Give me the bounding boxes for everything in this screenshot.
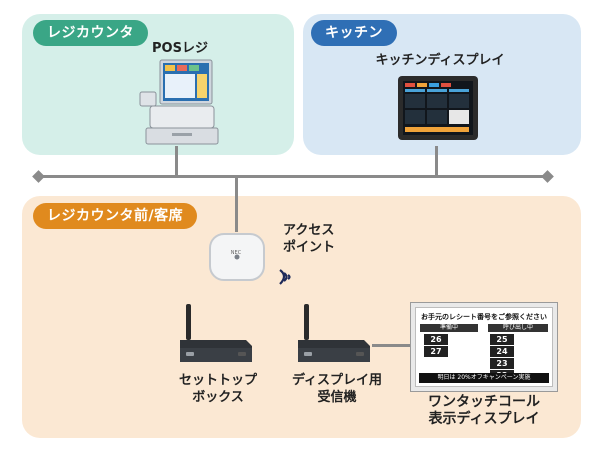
- pos-drop-line: [175, 146, 178, 177]
- access-point-drop-line: [235, 176, 238, 232]
- calling-column-header: 呼び出し中: [488, 324, 548, 332]
- pos-register-icon: [139, 59, 219, 145]
- wifi-signal-icon: [279, 269, 291, 285]
- call-board-footer: 明日は 20%オフキャンペーン実施: [419, 373, 549, 383]
- access-point-label-line1: アクセス: [283, 223, 335, 238]
- set-top-box-label-line2: ボックス: [192, 390, 244, 405]
- access-point-label-line2: ポイント: [283, 240, 336, 255]
- access-point-icon: [209, 233, 265, 281]
- display-receiver-icon: [298, 304, 370, 362]
- kitchen-display-label: キッチンディスプレイ: [375, 53, 505, 68]
- preparing-number: 26: [424, 334, 448, 345]
- set-top-box-icon: [180, 304, 252, 362]
- backbone-right-end: [541, 170, 554, 183]
- call-board-header: お手元のレシート番号をご参照ください: [421, 313, 547, 321]
- call-display-screen: お手元のレシート番号をご参照ください 準備中 呼び出し中 26 27 25 24…: [415, 307, 553, 387]
- call-display-label-line1: ワンタッチコール: [428, 394, 540, 410]
- register-zone-title: レジカウンタ: [33, 20, 148, 46]
- preparing-column-header: 準備中: [420, 324, 478, 332]
- receiver-to-display-line: [372, 344, 412, 347]
- display-receiver-label-line2: 受信機: [317, 390, 357, 405]
- network-backbone-line: [38, 175, 548, 178]
- access-point-label: アクセス ポイント: [283, 222, 353, 256]
- pos-label: POSレジ: [152, 41, 208, 56]
- display-receiver-label-line1: ディスプレイ用: [291, 373, 383, 388]
- backbone-left-end: [32, 170, 45, 183]
- kitchen-display-icon: [398, 76, 478, 140]
- calling-number: 25: [490, 334, 514, 345]
- call-display-board: お手元のレシート番号をご参照ください 準備中 呼び出し中 26 27 25 24…: [410, 302, 558, 392]
- call-display-label: ワンタッチコール 表示ディスプレイ: [404, 394, 564, 428]
- front-zone-title: レジカウンタ前/客席: [33, 203, 198, 229]
- preparing-number: 27: [424, 346, 448, 357]
- set-top-box-label-line1: セットトップ: [178, 373, 257, 388]
- set-top-box-label: セットトップ ボックス: [168, 372, 268, 406]
- kitchen-zone-title: キッチン: [311, 20, 397, 46]
- calling-number: 23: [490, 358, 514, 369]
- call-display-label-line2: 表示ディスプレイ: [428, 411, 540, 427]
- calling-number: 24: [490, 346, 514, 357]
- kitchen-drop-line: [435, 146, 438, 177]
- display-receiver-label: ディスプレイ用 受信機: [282, 372, 392, 406]
- access-point-brand: NEC: [230, 250, 242, 256]
